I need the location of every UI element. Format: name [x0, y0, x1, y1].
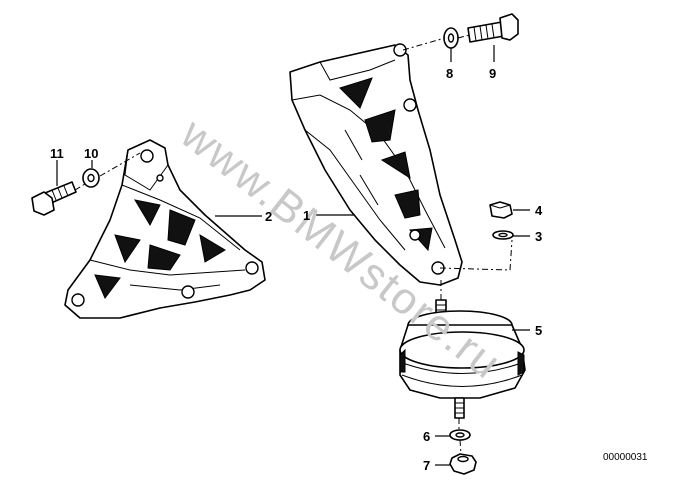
hex-bolt-left[interactable] [31, 181, 77, 216]
diagram-id: 00000031 [603, 452, 648, 463]
hex-bolt-top[interactable] [467, 13, 519, 43]
callout-6: 6 [423, 429, 430, 444]
engine-support-bracket-left[interactable] [64, 139, 266, 319]
callout-9: 9 [489, 66, 496, 81]
callout-4: 4 [535, 203, 543, 218]
callout-5: 5 [535, 323, 542, 338]
engine-mount[interactable] [399, 299, 526, 419]
assembly-lines [74, 34, 513, 455]
callout-10: 10 [84, 146, 98, 161]
washer-upper[interactable] [492, 230, 514, 240]
lock-washer-left[interactable] [82, 168, 100, 188]
hex-nut-upper[interactable] [489, 201, 513, 219]
washer-lower[interactable] [449, 429, 471, 441]
engine-support-bracket-center[interactable] [289, 43, 463, 286]
callout-1: 1 [303, 208, 310, 223]
callout-3: 3 [535, 229, 542, 244]
callout-11: 11 [50, 146, 64, 161]
lock-washer-top[interactable] [443, 27, 459, 49]
callout-2: 2 [265, 209, 272, 224]
hex-nut-lower[interactable] [449, 453, 477, 475]
leader-lines [56, 45, 530, 466]
callout-8: 8 [446, 66, 453, 81]
callout-7: 7 [423, 458, 430, 473]
